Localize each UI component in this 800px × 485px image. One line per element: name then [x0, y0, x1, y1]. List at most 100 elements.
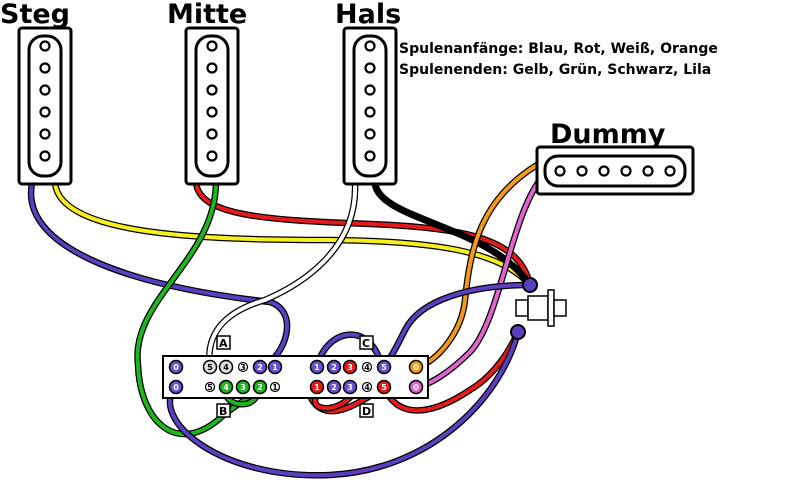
switch-terminal: 0	[168, 359, 184, 375]
pickup-steg	[17, 26, 73, 186]
switch-terminal: 0	[168, 379, 184, 395]
switch-terminal: 1	[269, 381, 281, 393]
pole-piece	[39, 84, 51, 96]
pole-piece	[39, 128, 51, 140]
terminal-dot	[252, 359, 268, 375]
terminal-number: 2	[257, 383, 263, 392]
terminal-dot	[218, 359, 234, 375]
terminal-dot	[168, 359, 184, 375]
pickup-label-steg: Steg	[0, 0, 70, 30]
terminal-dot	[204, 381, 216, 393]
section-b-label: B	[219, 405, 227, 418]
terminal-number: 4	[364, 363, 370, 372]
terminal-dot	[218, 379, 234, 395]
terminal-number: 1	[314, 383, 320, 392]
pole-piece	[364, 40, 376, 52]
switch-terminal: 5	[376, 359, 392, 375]
pickup-hals	[342, 26, 398, 186]
switch-terminal: 1	[267, 359, 283, 375]
terminal-number: 5	[207, 363, 213, 372]
terminal-number: 3	[240, 363, 246, 372]
pole-pieces	[39, 40, 676, 177]
terminal-number: 2	[257, 363, 263, 372]
switch-terminal: 4	[361, 381, 373, 393]
output-jack	[515, 289, 567, 327]
pickup-label-dummy: Dummy	[550, 119, 666, 150]
switch-terminal: 2	[326, 379, 342, 395]
pickup-mitte	[184, 26, 240, 186]
pole-piece	[364, 62, 376, 74]
pole-piece	[206, 106, 218, 118]
terminal-number: 4	[223, 383, 229, 392]
switch-terminal: 4	[218, 359, 234, 375]
switch-terminal: 1	[309, 379, 325, 395]
pole-piece	[39, 150, 51, 162]
terminal-number: 0	[413, 363, 419, 372]
switch-terminal: 3	[237, 361, 249, 373]
switch-terminal: 2	[252, 379, 268, 395]
terminal-number: 0	[413, 383, 419, 392]
pole-piece	[206, 150, 218, 162]
pole-piece	[554, 165, 566, 177]
terminal-dot	[361, 361, 373, 373]
switch-terminal: 2	[326, 359, 342, 375]
terminal-dot	[326, 379, 342, 395]
pole-piece	[620, 165, 632, 177]
wire-hals-black	[371, 179, 534, 289]
terminal-dot	[376, 379, 392, 395]
switch-terminal: 0	[408, 379, 424, 395]
pole-piece	[364, 106, 376, 118]
terminal-dot	[309, 379, 325, 395]
terminal-number: 0	[173, 363, 179, 372]
terminal-dot	[237, 361, 249, 373]
terminal-dot	[267, 359, 283, 375]
pole-piece	[664, 165, 676, 177]
pole-piece	[598, 165, 610, 177]
pole-piece	[39, 106, 51, 118]
terminal-dot	[408, 379, 424, 395]
terminal-number: 4	[223, 363, 229, 372]
terminal-number: 5	[381, 383, 387, 392]
pole-piece	[206, 40, 218, 52]
switch-terminal: 4	[218, 379, 234, 395]
terminal-number: 5	[207, 383, 213, 392]
pole-piece	[39, 62, 51, 74]
switch-terminal: 1	[309, 359, 325, 375]
terminal-dot	[361, 381, 373, 393]
switch-terminal: 0	[408, 359, 424, 375]
terminal-dot	[309, 359, 325, 375]
terminal-dot	[408, 359, 424, 375]
volume-pot-terminal	[522, 277, 538, 293]
terminal-number: 0	[173, 383, 179, 392]
terminal-number: 3	[347, 383, 353, 392]
terminal-dot	[252, 379, 268, 395]
switch-terminal: 3	[342, 359, 358, 375]
terminal-dot	[342, 379, 358, 395]
switch-terminal: 4	[361, 361, 373, 373]
terminal-dot	[235, 379, 251, 395]
switch-terminal: 3	[235, 379, 251, 395]
switch-terminal: 5	[202, 359, 218, 375]
section-d-label: D	[362, 405, 371, 418]
section-a-label: A	[219, 337, 228, 350]
switch-terminal: 2	[252, 359, 268, 375]
legend-coil-starts: Spulenanfänge: Blau, Rot, Weiß, Orange	[399, 41, 718, 57]
pole-piece	[576, 165, 588, 177]
terminal-number: 2	[331, 383, 337, 392]
switch-terminal: 5	[204, 381, 216, 393]
terminal-dot	[342, 359, 358, 375]
tone-pot-terminal	[510, 324, 526, 340]
pole-piece	[206, 62, 218, 74]
terminal-dot	[376, 359, 392, 375]
terminal-number: 5	[381, 363, 387, 372]
terminal-number: 1	[314, 363, 320, 372]
switch-terminal: 5	[376, 379, 392, 395]
pole-piece	[364, 128, 376, 140]
pickup-dummy	[535, 145, 695, 196]
wire-steg-blue	[27, 179, 291, 371]
pole-piece	[642, 165, 654, 177]
terminal-number: 1	[272, 383, 278, 392]
terminal-dot	[269, 381, 281, 393]
